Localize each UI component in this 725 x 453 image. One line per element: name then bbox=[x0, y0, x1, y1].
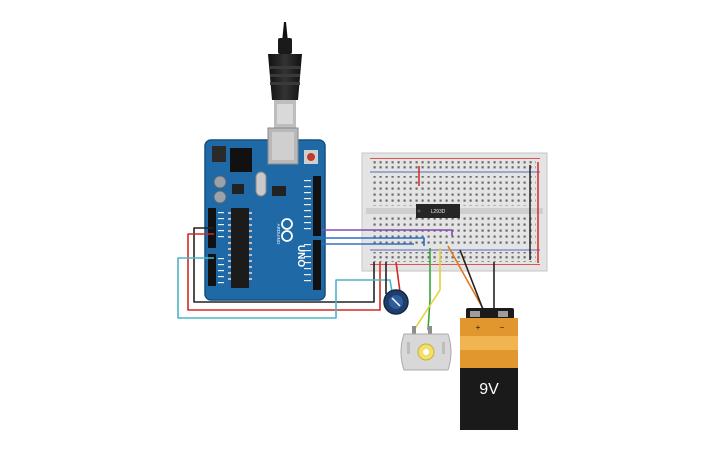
battery-minus-sign: − bbox=[500, 323, 505, 332]
usb-cable[interactable] bbox=[268, 22, 302, 128]
arduino-uno-label: UNO bbox=[295, 245, 306, 267]
l293d-chip[interactable]: L293D bbox=[416, 204, 460, 218]
battery-plus-sign: + bbox=[476, 323, 481, 332]
potentiometer[interactable] bbox=[383, 289, 409, 315]
wire-purple[interactable] bbox=[321, 229, 453, 236]
wire-cyan-analog[interactable] bbox=[177, 257, 393, 319]
wire-red-5v[interactable] bbox=[187, 233, 381, 311]
chip-label: L293D bbox=[431, 209, 446, 215]
wire-red-pot[interactable] bbox=[395, 261, 401, 293]
battery-label: 9V bbox=[479, 381, 499, 398]
arduino-logo-text: ARDUINO bbox=[276, 224, 281, 245]
wire-green-motor[interactable] bbox=[427, 248, 431, 331]
battery-9v[interactable]: + − 9V bbox=[460, 308, 518, 430]
wire-black-gnd[interactable] bbox=[193, 227, 375, 303]
arduino-uno-board[interactable]: ARDUINO UNO bbox=[204, 127, 326, 301]
dc-motor[interactable] bbox=[400, 326, 452, 371]
wire-blue[interactable] bbox=[321, 237, 425, 246]
wire-yellow-motor[interactable] bbox=[413, 248, 441, 331]
arduino-infinity-logo-icon bbox=[281, 218, 293, 242]
